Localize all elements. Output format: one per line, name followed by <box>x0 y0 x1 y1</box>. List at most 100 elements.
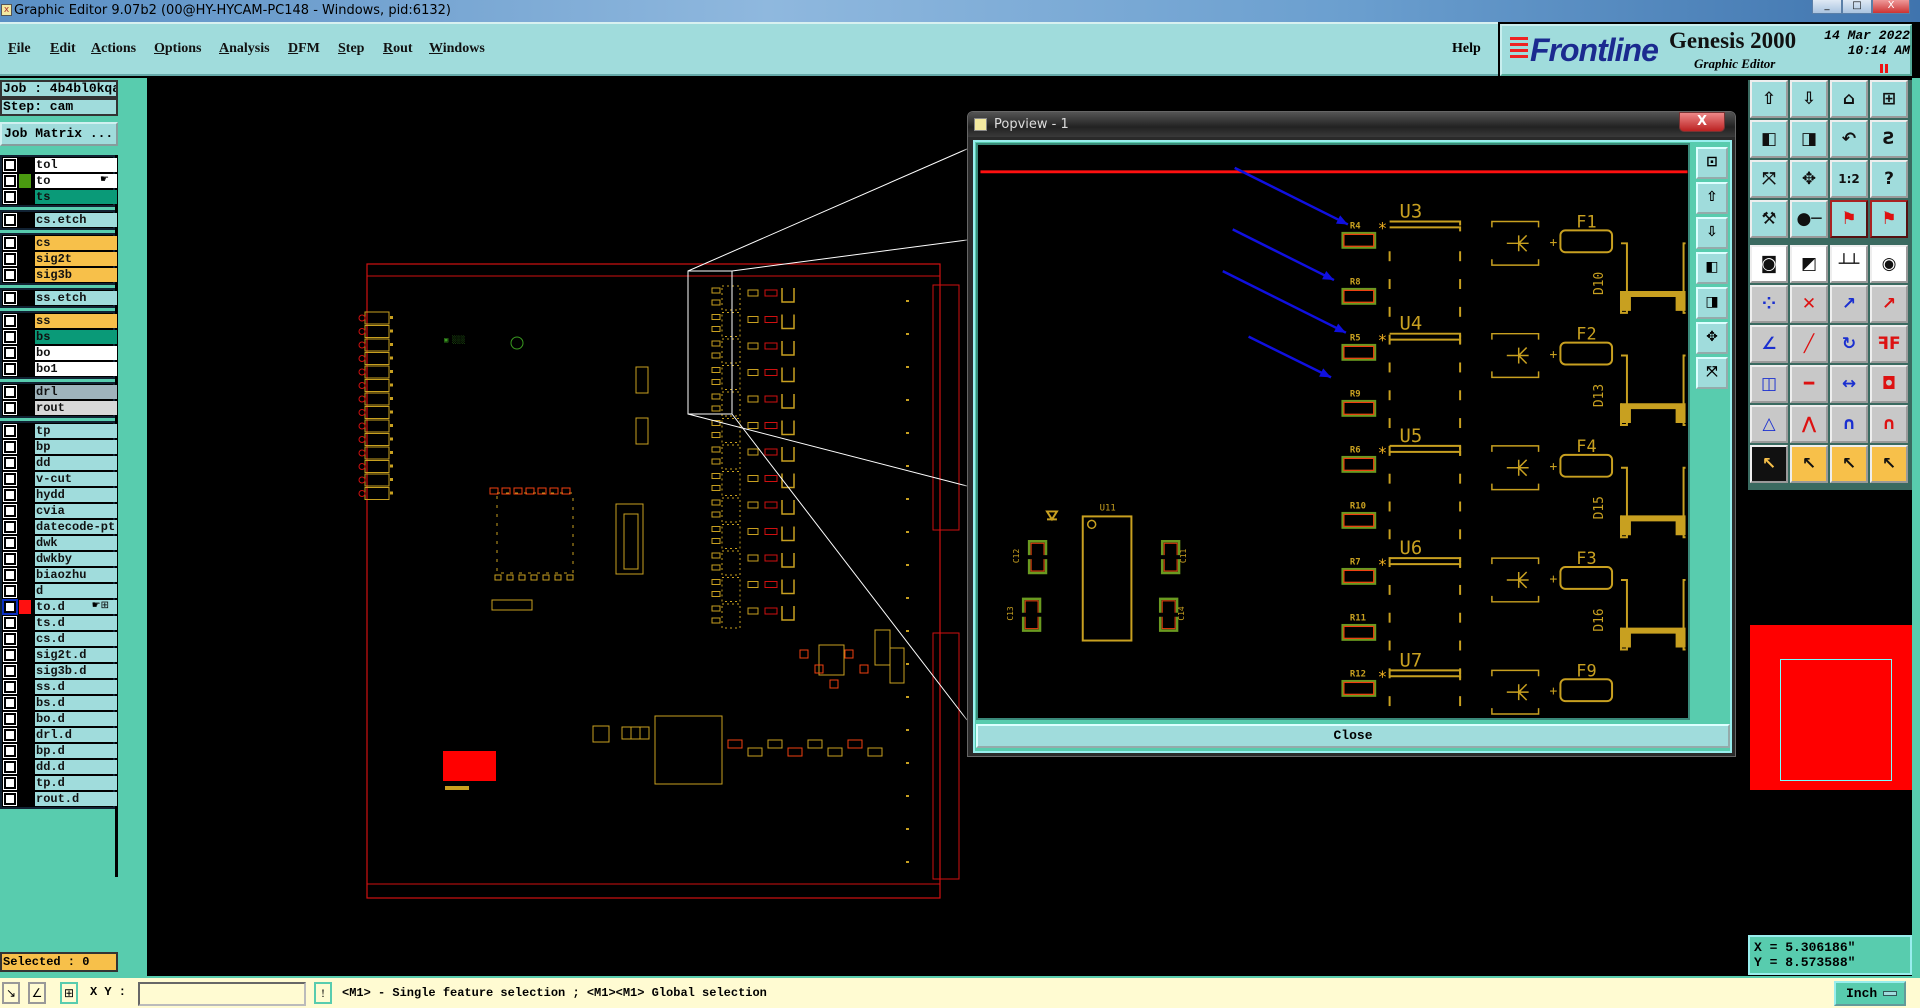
layer-label[interactable]: sig2t.d <box>35 648 117 662</box>
layer-label[interactable]: tp.d <box>35 776 117 790</box>
layer-checkbox[interactable] <box>3 616 17 630</box>
layer-checkbox[interactable] <box>3 213 17 227</box>
arch-icon[interactable]: ∩ <box>1830 405 1868 443</box>
layer-label[interactable]: ts.d <box>35 616 117 630</box>
select-pointer-icon[interactable]: ↖ <box>1750 445 1788 483</box>
layer-row-dd[interactable]: dd <box>2 455 117 471</box>
menu-file[interactable]: File <box>8 41 31 56</box>
arch-cross-icon[interactable]: ∩ <box>1870 405 1908 443</box>
layer-label[interactable]: drl <box>35 385 117 399</box>
layer-label[interactable]: dd <box>35 456 117 470</box>
segment-icon[interactable]: ━ <box>1790 365 1828 403</box>
zoom-center-icon[interactable]: ⤧ <box>1696 357 1728 389</box>
layer-checkbox[interactable] <box>3 568 17 582</box>
layer-checkbox[interactable] <box>3 268 17 282</box>
layer-checkbox[interactable] <box>3 252 17 266</box>
layer-row-ts[interactable]: ts <box>2 189 117 205</box>
layer-checkbox[interactable] <box>3 520 17 534</box>
layer-label[interactable]: to.d <box>35 600 117 614</box>
maximize-button[interactable]: □ <box>1842 0 1872 14</box>
add-pad-icon[interactable]: ◙ <box>1750 245 1788 283</box>
connect-nodes-icon[interactable]: ⁘ <box>1750 285 1788 323</box>
layer-label[interactable]: d <box>35 584 117 598</box>
popview-close-button[interactable]: Close <box>976 724 1730 748</box>
layer-label[interactable]: dwkby <box>35 552 117 566</box>
layer-checkbox[interactable] <box>3 346 17 360</box>
layer-checkbox[interactable] <box>3 174 17 188</box>
layer-checkbox[interactable] <box>3 488 17 502</box>
layer-checkbox[interactable] <box>3 385 17 399</box>
menu-help[interactable]: Help <box>1452 41 1481 56</box>
layer-checkbox[interactable] <box>3 584 17 598</box>
zoom-fit-icon[interactable]: ⤧ <box>1750 160 1788 198</box>
move-node-icon[interactable]: ↗ <box>1830 285 1868 323</box>
zoom-center-icon[interactable]: ✥ <box>1790 160 1828 198</box>
layer-row-bs-d[interactable]: bs.d <box>2 695 117 711</box>
layer-checkbox[interactable] <box>3 664 17 678</box>
layer-label[interactable]: datecode-pt <box>35 520 117 534</box>
layer-row-bp[interactable]: bp <box>2 439 117 455</box>
layer-checkbox[interactable] <box>3 504 17 518</box>
netlist-drc-icon[interactable]: ⚑ <box>1870 200 1908 238</box>
layer-label[interactable]: bs <box>35 330 117 344</box>
layer-label[interactable]: bo <box>35 346 117 360</box>
layer-label[interactable]: bs.d <box>35 696 117 710</box>
layer-row-cs-d[interactable]: cs.d <box>2 631 117 647</box>
layer-label[interactable]: dd.d <box>35 760 117 774</box>
zoom-out-icon[interactable]: ⇩ <box>1696 217 1728 249</box>
delete-node-icon[interactable]: ✕ <box>1790 285 1828 323</box>
move-node-filled-icon[interactable]: ↗ <box>1870 285 1908 323</box>
layer-row-sig2t-d[interactable]: sig2t.d <box>2 647 117 663</box>
minimize-button[interactable]: _ <box>1812 0 1842 14</box>
layer-checkbox[interactable] <box>3 712 17 726</box>
menu-step[interactable]: Step <box>338 41 365 56</box>
snap-toggle-icon[interactable]: ↘ <box>2 982 20 1004</box>
layer-row-biaozhu[interactable]: biaozhu <box>2 567 117 583</box>
layer-checkbox[interactable] <box>3 362 17 376</box>
layer-label[interactable]: to <box>35 174 117 188</box>
close-window-button[interactable]: X <box>1872 0 1910 14</box>
layer-row-rout[interactable]: rout <box>2 400 117 416</box>
layer-checkbox[interactable] <box>3 632 17 646</box>
measure-ruler-icon[interactable]: ┴┴ <box>1830 245 1868 283</box>
select-poly-icon[interactable]: ↖ <box>1830 445 1868 483</box>
layer-label[interactable]: tol <box>35 158 117 172</box>
layer-row-hydd[interactable]: hydd <box>2 487 117 503</box>
layer-color-swatch[interactable] <box>19 600 31 614</box>
menu-options[interactable]: Options <box>154 41 202 56</box>
tools-palette-icon[interactable]: ⚒ <box>1750 200 1788 238</box>
layer-checkbox[interactable] <box>3 792 17 806</box>
layer-label[interactable]: sig2t <box>35 252 117 266</box>
layer-row-drl[interactable]: drl <box>2 384 117 400</box>
menu-analysis[interactable]: Analysis <box>219 41 270 56</box>
layer-label[interactable]: sig3b <box>35 268 117 282</box>
layer-label[interactable]: bo.d <box>35 712 117 726</box>
layer-row-bs[interactable]: bs <box>2 329 117 345</box>
layer-checkbox[interactable] <box>3 536 17 550</box>
layer-checkbox[interactable] <box>3 424 17 438</box>
resize-icon[interactable]: ◩ <box>1790 245 1828 283</box>
pan-left-icon[interactable]: ◧ <box>1696 252 1728 284</box>
layer-checkbox[interactable] <box>3 236 17 250</box>
select-box-icon[interactable]: ↖ <box>1790 445 1828 483</box>
layer-label[interactable]: rout.d <box>35 792 117 806</box>
overlap-icon[interactable]: ◘ <box>1870 365 1908 403</box>
layer-row-rout-d[interactable]: rout.d <box>2 791 117 807</box>
layer-row-cs-etch[interactable]: cs.etch <box>2 212 117 228</box>
layer-checkbox[interactable] <box>3 158 17 172</box>
layer-label[interactable]: tp <box>35 424 117 438</box>
layer-row-sig3b-d[interactable]: sig3b.d <box>2 663 117 679</box>
pan-left-icon[interactable]: ◧ <box>1750 120 1788 158</box>
snake-icon[interactable]: Ƨ <box>1870 120 1908 158</box>
pan-right-icon[interactable]: ◨ <box>1696 287 1728 319</box>
layer-checkbox[interactable] <box>3 314 17 328</box>
layer-row-bo-d[interactable]: bo.d <box>2 711 117 727</box>
snap-pad-icon[interactable]: ●─ <box>1790 200 1828 238</box>
layer-checkbox[interactable] <box>3 648 17 662</box>
scale-1-2-icon[interactable]: 1:2 <box>1830 160 1868 198</box>
layer-row-sig3b[interactable]: sig3b <box>2 267 117 283</box>
layer-row-bo1[interactable]: bo1 <box>2 361 117 377</box>
layer-checkbox[interactable] <box>3 401 17 415</box>
layer-row-bo[interactable]: bo <box>2 345 117 361</box>
